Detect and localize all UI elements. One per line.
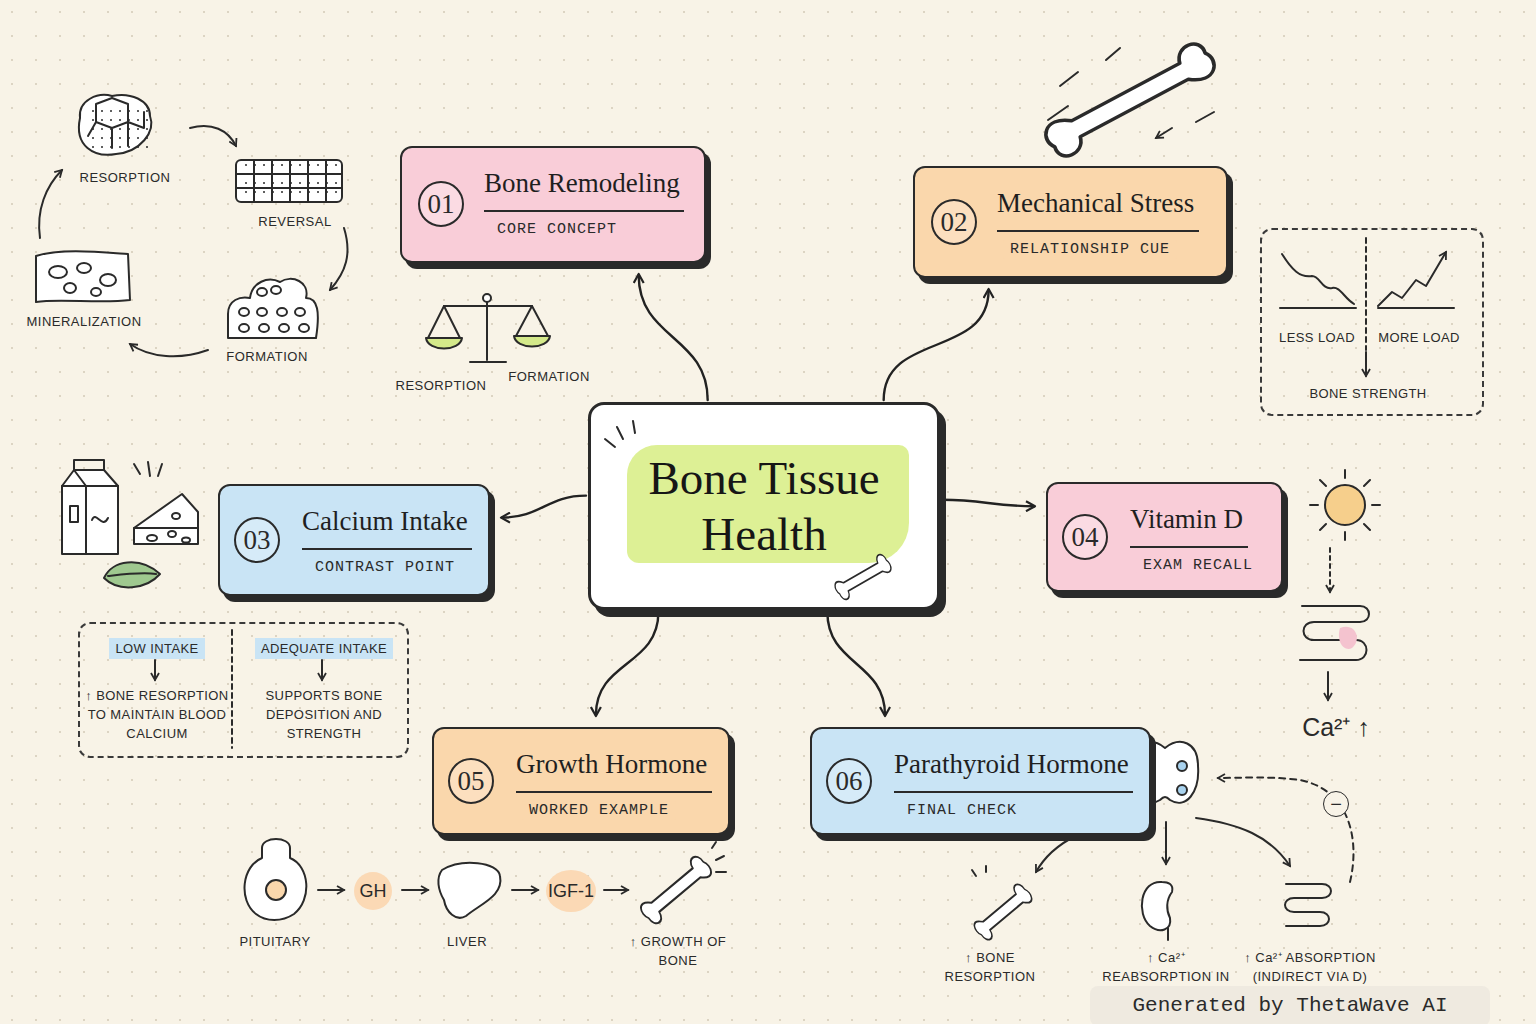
topic-box: Parathyroid HormoneFINAL CHECK 06 <box>810 727 1151 835</box>
connector-arrow <box>827 612 885 715</box>
gh-chain <box>245 839 726 927</box>
panel-text: MORE LOAD <box>1371 328 1467 347</box>
intake-pill: ADEQUATE INTAKE <box>255 638 393 659</box>
callout-number: 04 <box>1062 514 1108 560</box>
topic-tag: RELATIONSHIP CUE <box>1003 240 1177 259</box>
watermark: Generated by ThetaWave AI <box>1090 986 1490 1024</box>
panel-text: BONE STRENGTH <box>1268 384 1468 403</box>
central-title: Bone Tissue Health <box>614 450 914 562</box>
number-text: 03 <box>244 525 271 556</box>
resorption-cells <box>79 95 151 155</box>
circle-text: − <box>1330 793 1342 816</box>
effect-label: ↑ Ca²⁺ ABSORPTION (INDIRECT VIA D) <box>1235 948 1385 986</box>
callout-number: 02 <box>931 199 977 245</box>
connector-arrow <box>639 275 708 400</box>
load-graphs <box>1280 238 1454 376</box>
vitamin-d-path <box>1300 470 1380 700</box>
number-text: 04 <box>1072 522 1099 553</box>
topic-title: Growth Hormone <box>516 749 707 780</box>
calcium-label: Ca²⁺ ↑ <box>1281 712 1391 742</box>
topic-tag: CONTRAST POINT <box>308 558 462 577</box>
panel-cell: ADEQUATE INTAKE <box>249 638 399 659</box>
panel-text: LESS LOAD <box>1269 328 1365 347</box>
circle-text: GH <box>360 881 387 902</box>
balance-scale <box>426 294 550 362</box>
topic-title: Parathyroid Hormone <box>894 749 1129 780</box>
organ-label: PITUITARY <box>220 932 330 951</box>
circle-text: IGF-1 <box>548 881 594 902</box>
number-text: 01 <box>428 189 455 220</box>
title-underline <box>484 210 684 212</box>
callout-number: 03 <box>234 517 280 563</box>
topic-tag: WORKED EXAMPLE <box>522 801 676 820</box>
connector-arrow <box>502 496 586 518</box>
topic-tag: EXAM RECALL <box>1136 556 1260 575</box>
topic-title: Calcium Intake <box>302 506 468 537</box>
load-strength-panel: LESS LOAD MORE LOAD BONE STRENGTH <box>1260 228 1484 416</box>
topic-box: Vitamin D EXAM RECALL 04 <box>1046 482 1283 592</box>
effect-label: ↑ BONE RESORPTION <box>935 948 1045 986</box>
topic-title: Vitamin D <box>1130 504 1243 535</box>
topic-box: Mechanical StressRELATIONSHIP CUE 02 <box>913 166 1228 278</box>
central-topic: Bone Tissue Health <box>588 402 940 610</box>
title-underline <box>302 548 472 550</box>
inhibition-sign: − <box>1323 791 1349 817</box>
effect-label: ↑ GROWTH OF BONE <box>623 932 733 970</box>
callout-number: 06 <box>826 758 872 804</box>
organ-label: LIVER <box>422 932 512 951</box>
cycle-label: RESORPTION <box>60 168 190 187</box>
cycle-label: REVERSAL <box>235 212 355 231</box>
topic-title: Bone Remodeling <box>484 168 680 199</box>
scale-label: RESORPTION <box>386 376 496 395</box>
formation-cells <box>228 279 318 338</box>
panel-text: SUPPORTS BONE DEPOSITION AND STRENGTH <box>249 686 399 743</box>
scale-label: FORMATION <box>494 367 604 386</box>
number-text: 02 <box>941 207 968 238</box>
topic-tag: FINAL CHECK <box>900 801 1024 820</box>
title-underline <box>516 791 712 793</box>
number-text: 06 <box>836 766 863 797</box>
panel-cell: LOW INTAKE <box>97 638 217 659</box>
callout-number: 01 <box>418 181 464 227</box>
panel-text: ↑ BONE RESORPTION TO MAINTAIN BLOOD CALC… <box>82 686 232 743</box>
hormone-circle: IGF-1 <box>546 870 596 912</box>
topic-title: Mechanical Stress <box>997 188 1194 219</box>
reversal-cells <box>236 160 342 202</box>
title-underline <box>894 791 1133 793</box>
cycle-label: MINERALIZATION <box>14 312 154 331</box>
callout-number: 05 <box>448 758 494 804</box>
connector-arrow <box>596 612 659 715</box>
title-underline <box>1130 546 1248 548</box>
title-underline <box>997 230 1199 232</box>
topic-box: Growth HormoneWORKED EXAMPLE 05 <box>432 727 730 835</box>
topic-box: Bone RemodelingCORE CONCEPT 01 <box>400 146 706 263</box>
mineralization-matrix <box>36 251 130 302</box>
topic-tag: CORE CONCEPT <box>490 220 624 239</box>
loaded-bone <box>1039 38 1221 161</box>
number-text: 05 <box>458 766 485 797</box>
intake-pill: LOW INTAKE <box>109 638 204 659</box>
hormone-circle: GH <box>354 872 392 910</box>
connector-arrow <box>942 500 1034 506</box>
cycle-label: FORMATION <box>207 347 327 366</box>
calcium-foods <box>62 460 198 587</box>
intake-contrast-panel: LOW INTAKE ↑ BONE RESORPTION TO MAINTAIN … <box>78 622 409 758</box>
topic-box: Calcium IntakeCONTRAST POINT 03 <box>218 484 490 596</box>
connector-arrow <box>884 290 989 400</box>
